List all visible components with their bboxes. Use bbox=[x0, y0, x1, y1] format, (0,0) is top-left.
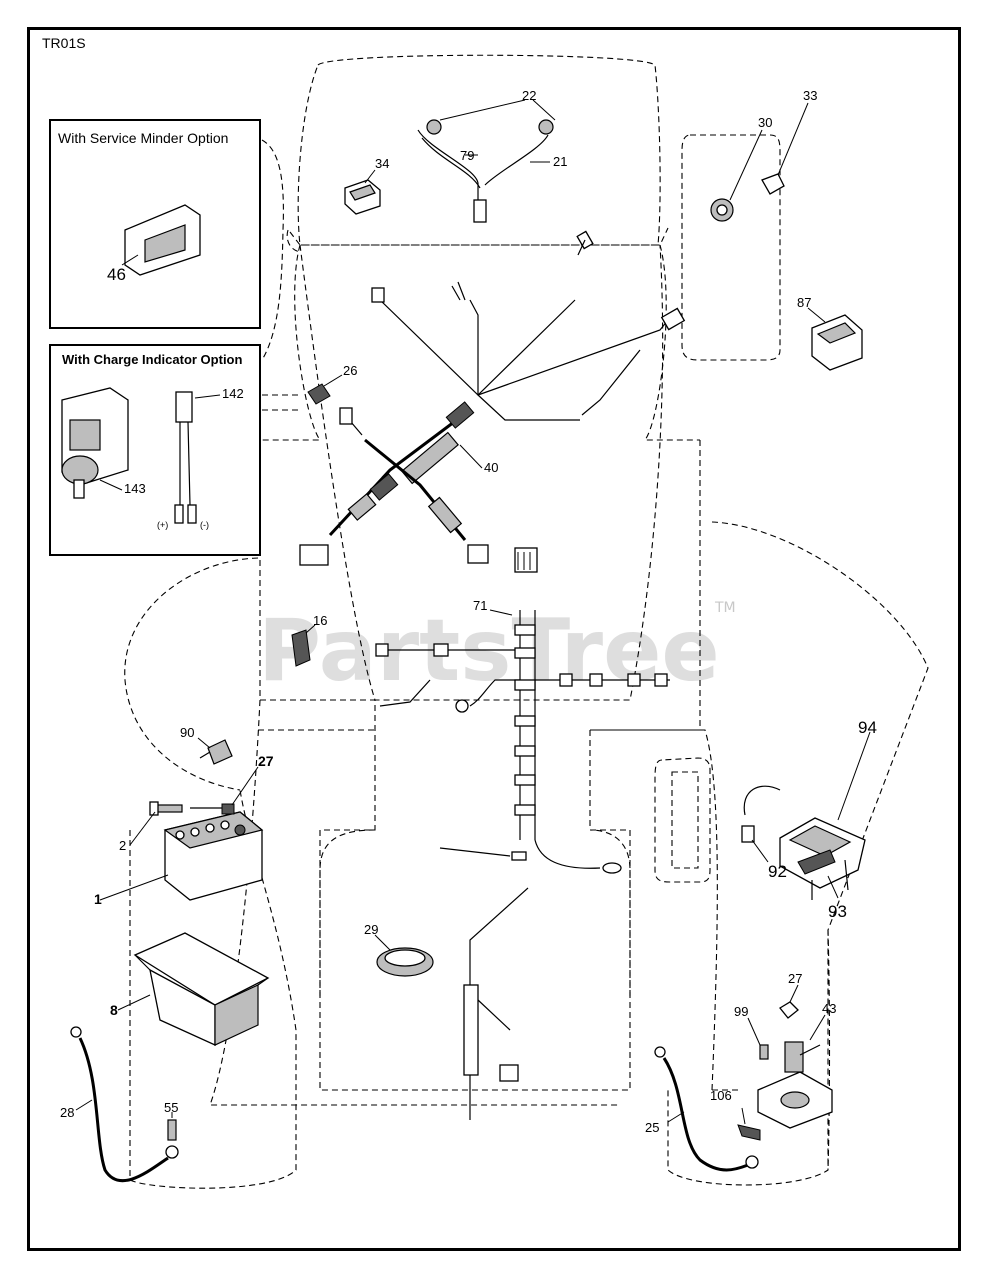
part-27-nut-battery bbox=[190, 766, 259, 815]
part-94-93-92-switch-assembly bbox=[741, 731, 871, 900]
part-99-screw bbox=[747, 1017, 769, 1060]
terminal-plus: (+) bbox=[157, 520, 168, 530]
part-30-ignition-switch bbox=[710, 129, 763, 222]
callout-90: 90 bbox=[180, 725, 194, 740]
part-71-harness bbox=[375, 609, 670, 874]
part-33-key bbox=[761, 102, 809, 195]
part-46-service-minder bbox=[121, 204, 201, 276]
part-8-battery-tray bbox=[117, 932, 270, 1047]
callout-34: 34 bbox=[375, 156, 389, 171]
callout-21: 21 bbox=[553, 154, 567, 169]
callout-142: 142 bbox=[222, 386, 244, 401]
callout-143: 143 bbox=[124, 481, 146, 496]
callout-26: 26 bbox=[343, 363, 357, 378]
callout-22: 22 bbox=[522, 88, 536, 103]
part-16-connector bbox=[291, 624, 316, 667]
charge-indicator-title: With Charge Indicator Option bbox=[62, 352, 242, 367]
part-40-main-harness bbox=[299, 230, 686, 566]
connector-seat-plug bbox=[514, 547, 538, 573]
part-34-switch bbox=[344, 169, 381, 215]
part-55-bolt bbox=[167, 1112, 177, 1141]
part-143-charge-gauge bbox=[61, 387, 129, 499]
part-29-grommet bbox=[374, 934, 434, 977]
callout-27-top: 27 bbox=[258, 753, 274, 769]
callout-106: 106 bbox=[710, 1088, 732, 1103]
charge-indicator-option-box: With Charge Indicator Option 143 142 (+)… bbox=[49, 344, 261, 556]
callout-94: 94 bbox=[858, 718, 877, 737]
part-25-cable bbox=[654, 1046, 759, 1172]
callout-87: 87 bbox=[797, 295, 811, 310]
callout-28: 28 bbox=[60, 1105, 74, 1120]
callout-1: 1 bbox=[94, 891, 102, 907]
callout-46: 46 bbox=[107, 265, 126, 284]
part-26-fuse-holder bbox=[307, 374, 343, 405]
tractor-outline bbox=[124, 54, 929, 1189]
diagram-code: TR01S bbox=[42, 35, 86, 51]
lower-harness bbox=[463, 887, 529, 1120]
diagram-border bbox=[27, 27, 961, 1251]
callout-79: 79 bbox=[460, 148, 474, 163]
part-1-battery bbox=[99, 811, 264, 901]
part-22-79-21-headlight-harness bbox=[417, 99, 556, 223]
part-106-clip bbox=[737, 1107, 761, 1141]
callout-92: 92 bbox=[768, 862, 787, 881]
part-2-bolt bbox=[129, 801, 183, 846]
part-142-charge-harness bbox=[174, 391, 221, 524]
callout-55: 55 bbox=[164, 1100, 178, 1115]
terminal-minus: (-) bbox=[200, 520, 209, 530]
callout-40: 40 bbox=[484, 460, 498, 475]
callout-27-right: 27 bbox=[788, 971, 802, 986]
callout-29: 29 bbox=[364, 922, 378, 937]
callout-16: 16 bbox=[313, 613, 327, 628]
callout-99: 99 bbox=[734, 1004, 748, 1019]
service-minder-option-box: With Service Minder Option 46 bbox=[49, 119, 261, 329]
part-27-nut-solenoid bbox=[779, 984, 799, 1019]
callout-25: 25 bbox=[645, 1120, 659, 1135]
callout-30: 30 bbox=[758, 115, 772, 130]
callout-33: 33 bbox=[803, 88, 817, 103]
part-43-starter-solenoid bbox=[757, 1014, 833, 1129]
part-90-sensor bbox=[197, 737, 233, 765]
callout-71: 71 bbox=[473, 598, 487, 613]
part-28-battery-cable bbox=[70, 1026, 179, 1183]
callout-43: 43 bbox=[822, 1001, 836, 1016]
part-87-relay bbox=[807, 307, 863, 371]
watermark-trademark: TM bbox=[714, 600, 736, 616]
callout-8: 8 bbox=[110, 1002, 118, 1018]
callout-2: 2 bbox=[119, 838, 126, 853]
callout-93: 93 bbox=[828, 902, 847, 921]
service-minder-title: With Service Minder Option bbox=[58, 130, 228, 146]
watermark: PartsTree bbox=[258, 601, 720, 701]
